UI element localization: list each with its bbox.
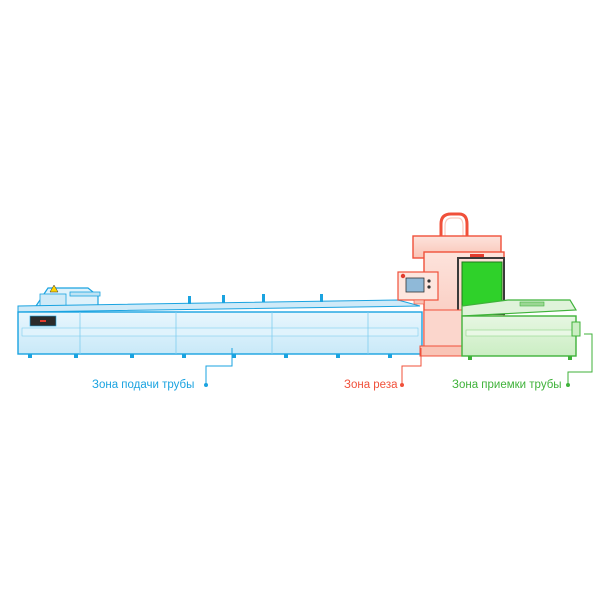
feed-foot xyxy=(336,354,340,358)
cut-cable-loop xyxy=(439,212,469,240)
warning-sign-icon xyxy=(49,284,59,293)
receive-table-band xyxy=(465,329,573,337)
cut-monitor-screen xyxy=(405,277,425,293)
cut-emergency-button xyxy=(400,273,406,279)
cut-panel-arm xyxy=(413,299,425,305)
receive-top-slot xyxy=(519,301,545,307)
feed-foot xyxy=(388,354,392,358)
feed-foot xyxy=(284,354,288,358)
feed-foot xyxy=(182,354,186,358)
receive-zone-leader-line xyxy=(567,333,593,384)
feed-chuck-block xyxy=(39,293,67,307)
feed-zone-label: Зона подачи трубы xyxy=(92,379,195,391)
cut-panel-button xyxy=(427,279,431,283)
cut-lower-body xyxy=(423,309,465,351)
feed-foot xyxy=(232,354,236,358)
feed-zone-leader-line xyxy=(205,348,233,384)
cut-cable-loop-inner xyxy=(444,217,464,240)
feed-foot xyxy=(28,354,32,358)
receive-zone xyxy=(461,299,593,387)
receive-table-top xyxy=(461,299,578,317)
feed-support-post xyxy=(188,296,191,304)
feed-support-post xyxy=(222,295,225,303)
cut-panel-button xyxy=(427,285,431,289)
feed-foot xyxy=(130,354,134,358)
receive-side-bracket xyxy=(571,321,581,337)
feed-support-post xyxy=(262,294,265,302)
cut-laser-window xyxy=(461,261,503,311)
feed-bed-inner-band xyxy=(21,327,419,337)
feed-zone-leader-dot xyxy=(204,383,208,387)
feed-zone xyxy=(17,284,423,387)
feed-chuck-top-rail xyxy=(69,291,101,297)
cut-zone-leader-dot xyxy=(400,383,404,387)
cut-base xyxy=(419,345,467,357)
feed-control-plate-led xyxy=(40,320,46,322)
cut-zone-leader-line xyxy=(401,348,422,384)
feed-foot xyxy=(74,354,78,358)
cut-zone xyxy=(397,212,505,387)
feed-support-post xyxy=(320,294,323,302)
receive-zone-label: Зона приемки трубы xyxy=(452,379,562,391)
receive-foot xyxy=(568,356,572,360)
cut-brand-badge xyxy=(470,254,484,257)
feed-bed-top-rail xyxy=(17,299,421,313)
receive-foot xyxy=(468,356,472,360)
receive-zone-leader-dot xyxy=(566,383,570,387)
cut-zone-label: Зона реза xyxy=(344,379,398,391)
